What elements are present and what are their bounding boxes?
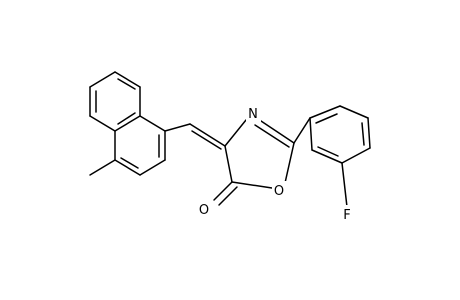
atom-labels: N O O F <box>197 104 355 223</box>
bond-double <box>254 124 290 148</box>
label-background <box>340 205 355 223</box>
bond-carbonyl <box>218 186 238 206</box>
bond <box>309 117 313 151</box>
bond <box>367 117 371 149</box>
bond-double-inner <box>361 122 365 146</box>
bond-double-inner <box>117 112 136 125</box>
bond <box>311 149 343 164</box>
bond <box>341 147 371 164</box>
label-background <box>197 200 212 218</box>
bond-methyl <box>89 159 116 176</box>
bond <box>89 115 116 132</box>
bond-carbonyl <box>213 181 233 201</box>
carbonyl-oxygen-label: O <box>199 203 209 218</box>
label-background <box>272 181 287 199</box>
bond <box>114 71 141 88</box>
bond-exocyclic-double <box>191 130 222 150</box>
bond <box>224 145 233 183</box>
bond <box>114 159 141 176</box>
fluorine-label: F <box>343 208 350 223</box>
ring-oxygen-label: O <box>274 184 284 199</box>
bond-fluorine <box>341 162 348 208</box>
bond <box>89 71 116 88</box>
bond <box>224 119 247 147</box>
bond-double-inner <box>315 113 338 124</box>
bond-double-inner <box>117 78 136 90</box>
bond-exocyclic-double <box>189 123 226 147</box>
bond <box>114 115 141 132</box>
bond <box>293 117 311 144</box>
bond <box>164 123 191 132</box>
bond-double-inner <box>120 157 139 169</box>
bond <box>139 115 166 132</box>
bond <box>284 142 295 184</box>
bond <box>231 181 273 189</box>
bond-double <box>257 118 295 144</box>
label-background <box>246 104 261 122</box>
nitrogen-label: N <box>248 107 258 122</box>
bonds <box>89 71 371 208</box>
bond <box>309 105 341 119</box>
bond <box>139 159 166 176</box>
bond-double-inner <box>317 146 339 157</box>
bond <box>339 105 369 119</box>
